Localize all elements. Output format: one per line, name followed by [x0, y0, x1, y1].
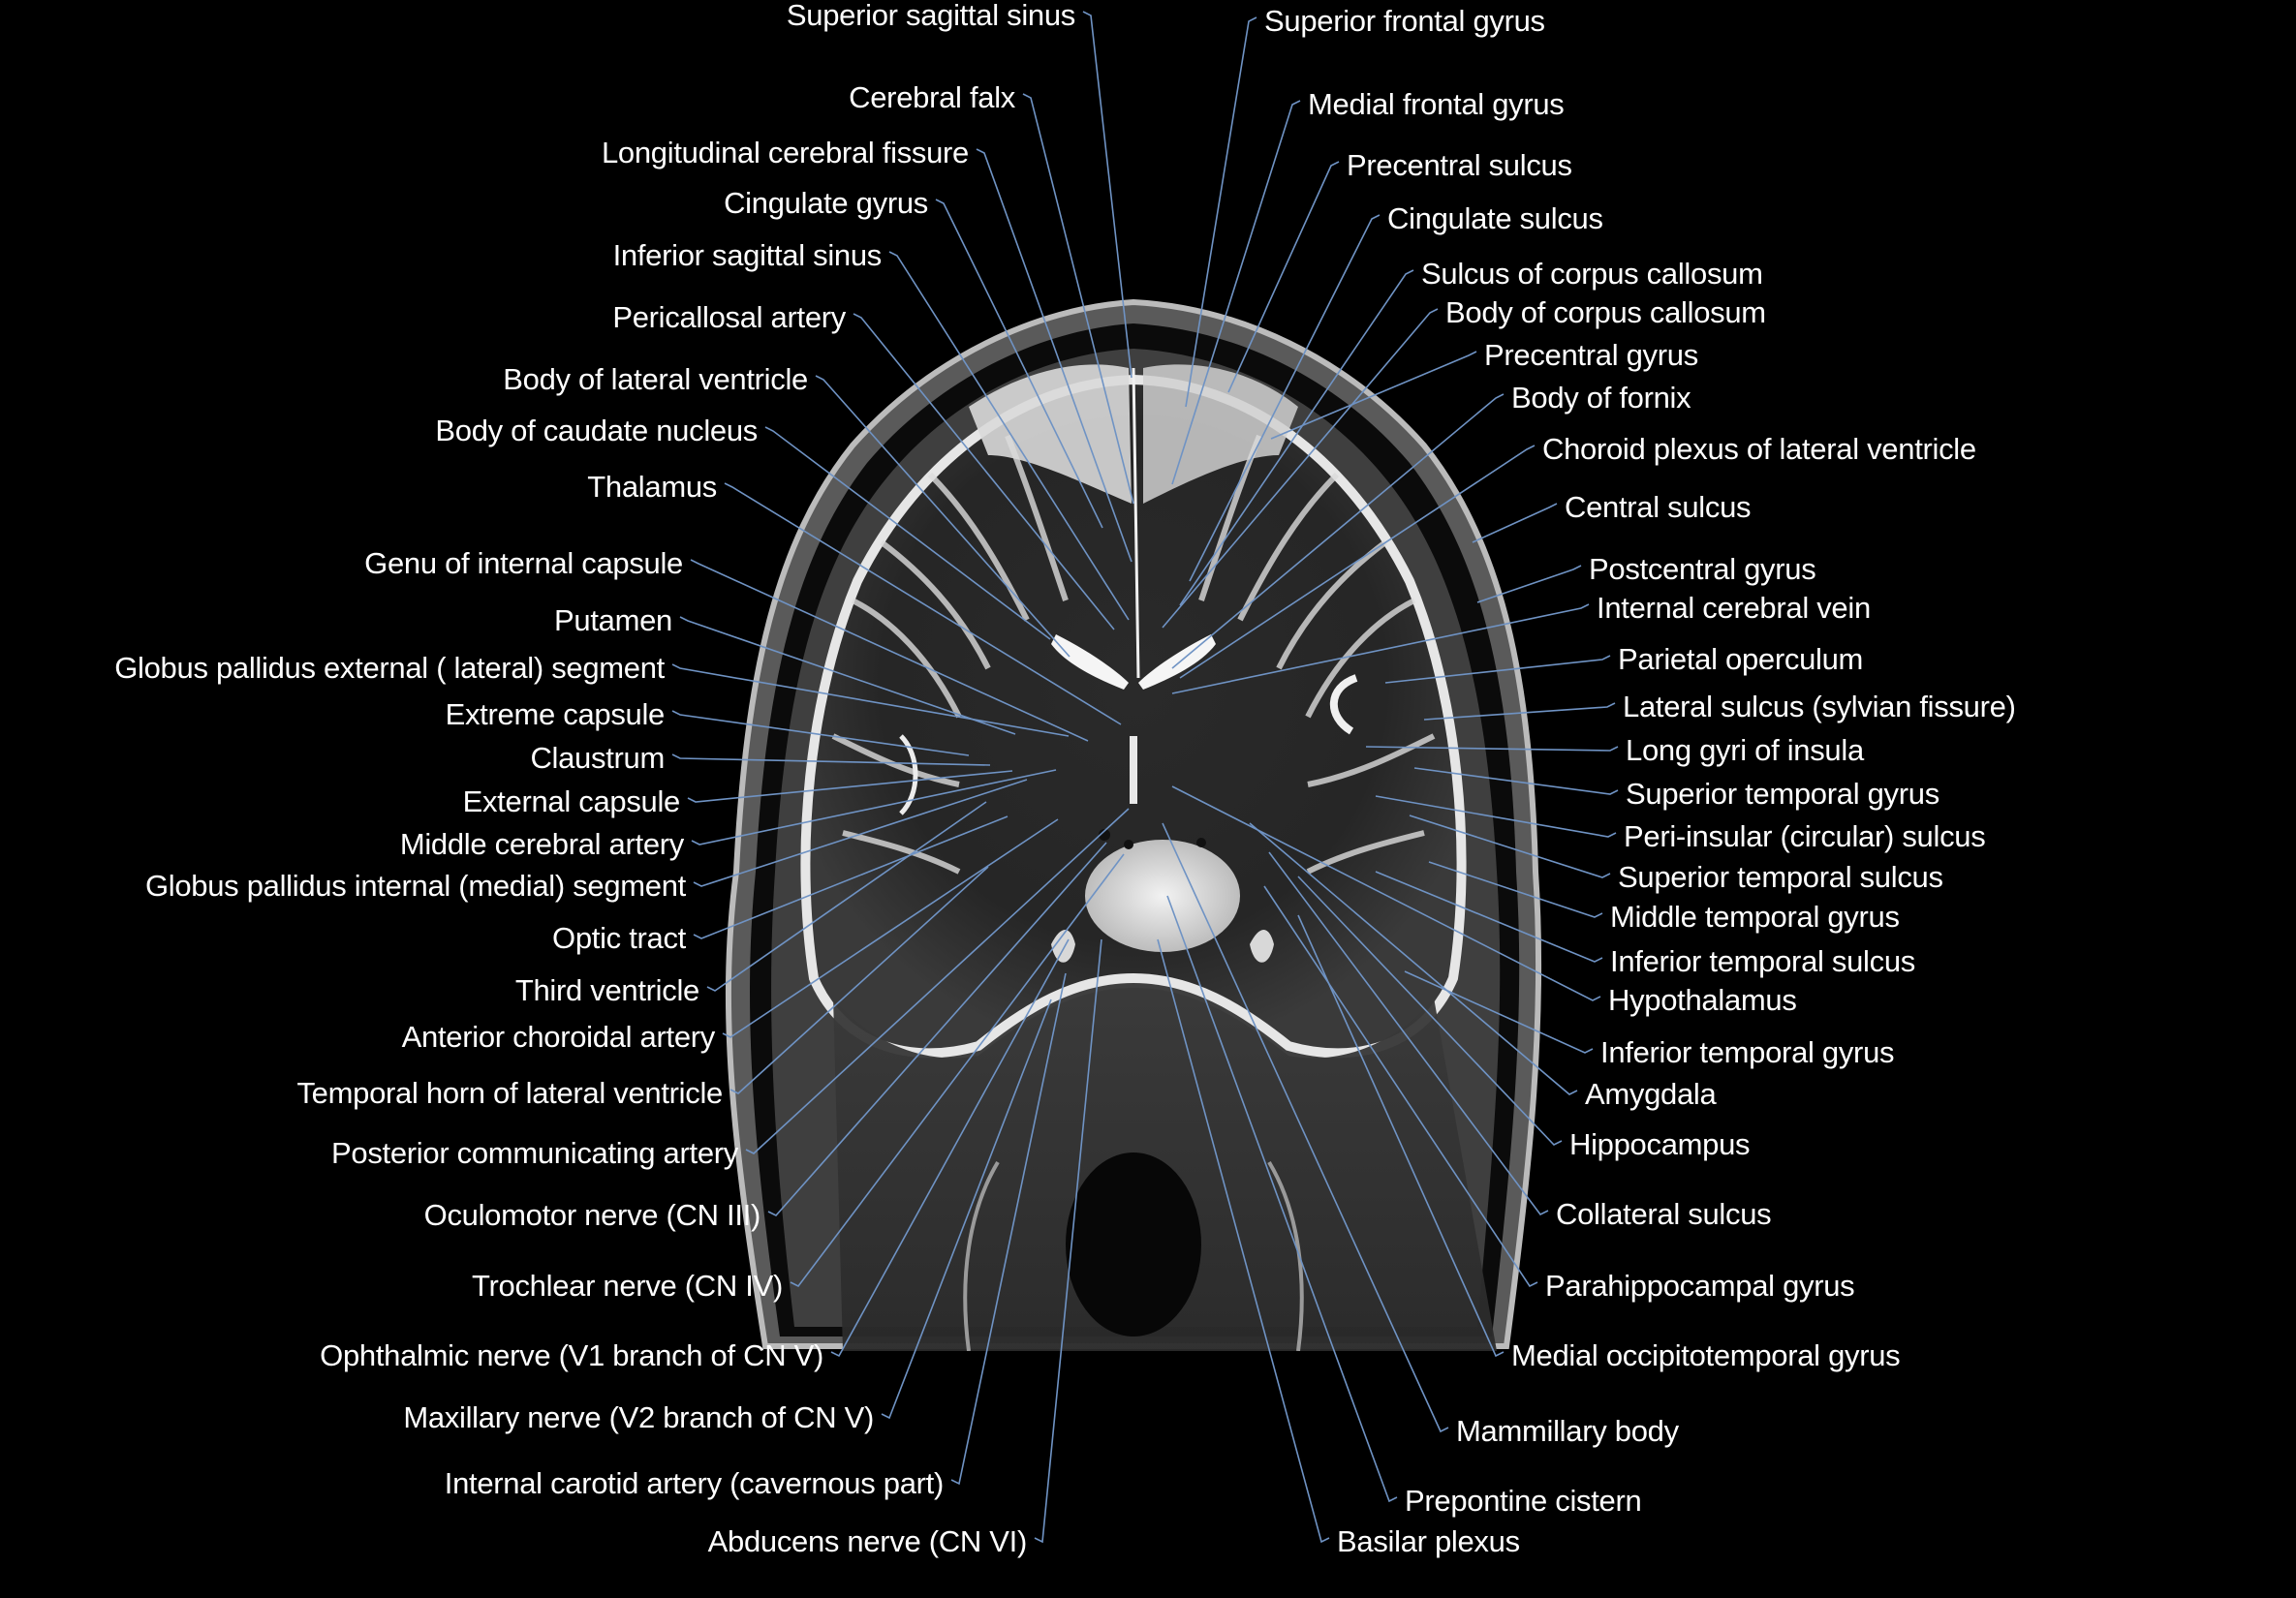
label-parietal-operculum: Parietal operculum	[1618, 642, 1864, 676]
label-superior-sagittal-sinus: Superior sagittal sinus	[786, 0, 1075, 32]
label-inferior-sagittal-sinus: Inferior sagittal sinus	[612, 238, 883, 272]
label-optic-tract: Optic tract	[552, 921, 686, 955]
label-superior-temporal-gyrus: Superior temporal gyrus	[1626, 777, 1939, 811]
label-anterior-choroidal-artery: Anterior choroidal artery	[401, 1020, 716, 1054]
label-globus-pallidus-external-lateral-segment: Globus pallidus external ( lateral) segm…	[114, 651, 665, 685]
label-basilar-plexus: Basilar plexus	[1337, 1524, 1520, 1558]
label-prepontine-cistern: Prepontine cistern	[1405, 1484, 1642, 1518]
label-cingulate-sulcus: Cingulate sulcus	[1387, 201, 1603, 235]
label-precentral-sulcus: Precentral sulcus	[1347, 148, 1572, 182]
label-posterior-communicating-artery: Posterior communicating artery	[331, 1136, 738, 1170]
label-collateral-sulcus: Collateral sulcus	[1556, 1197, 1772, 1231]
label-pericallosal-artery: Pericallosal artery	[612, 300, 846, 334]
label-internal-cerebral-vein: Internal cerebral vein	[1597, 591, 1871, 625]
label-trochlear-nerve-cn-iv: Trochlear nerve (CN IV)	[472, 1269, 783, 1303]
label-superior-temporal-sulcus: Superior temporal sulcus	[1618, 860, 1943, 894]
label-abducens-nerve-cn-vi: Abducens nerve (CN VI)	[707, 1524, 1028, 1558]
label-claustrum: Claustrum	[530, 741, 665, 775]
label-superior-frontal-gyrus: Superior frontal gyrus	[1264, 4, 1545, 38]
label-precentral-gyrus: Precentral gyrus	[1484, 338, 1698, 372]
label-parahippocampal-gyrus: Parahippocampal gyrus	[1545, 1269, 1855, 1303]
label-putamen: Putamen	[554, 603, 672, 637]
label-lateral-sulcus-sylvian-fissure: Lateral sulcus (sylvian fissure)	[1623, 690, 2016, 723]
label-inferior-temporal-gyrus: Inferior temporal gyrus	[1600, 1035, 1895, 1069]
label-cerebral-falx: Cerebral falx	[849, 80, 1015, 114]
label-cingulate-gyrus: Cingulate gyrus	[724, 186, 928, 220]
label-body-of-fornix: Body of fornix	[1511, 381, 1691, 415]
label-middle-temporal-gyrus: Middle temporal gyrus	[1610, 900, 1900, 934]
label-maxillary-nerve-v2-branch-of-cn-v: Maxillary nerve (V2 branch of CN V)	[403, 1400, 874, 1434]
label-longitudinal-cerebral-fissure: Longitudinal cerebral fissure	[601, 136, 969, 169]
label-hypothalamus: Hypothalamus	[1608, 983, 1797, 1017]
label-body-of-caudate-nucleus: Body of caudate nucleus	[435, 414, 758, 447]
label-postcentral-gyrus: Postcentral gyrus	[1589, 552, 1816, 586]
label-internal-carotid-artery-cavernous-part: Internal carotid artery (cavernous part)	[444, 1466, 945, 1500]
label-amygdala: Amygdala	[1585, 1077, 1717, 1111]
label-genu-of-internal-capsule: Genu of internal capsule	[364, 546, 683, 580]
label-body-of-lateral-ventricle: Body of lateral ventricle	[503, 362, 808, 396]
label-body-of-corpus-callosum: Body of corpus callosum	[1445, 295, 1766, 329]
label-middle-cerebral-artery: Middle cerebral artery	[399, 827, 684, 861]
label-long-gyri-of-insula: Long gyri of insula	[1626, 733, 1864, 767]
label-inferior-temporal-sulcus: Inferior temporal sulcus	[1610, 944, 1915, 978]
label-external-capsule: External capsule	[462, 784, 681, 818]
label-peri-insular-circular-sulcus: Peri-insular (circular) sulcus	[1624, 819, 1986, 853]
label-thalamus: Thalamus	[587, 470, 717, 504]
label-ophthalmic-nerve-v1-branch-of-cn-v: Ophthalmic nerve (V1 branch of CN V)	[320, 1338, 823, 1372]
label-extreme-capsule: Extreme capsule	[445, 697, 666, 731]
label-oculomotor-nerve-cn-iii: Oculomotor nerve (CN III)	[423, 1198, 761, 1232]
label-sulcus-of-corpus-callosum: Sulcus of corpus callosum	[1421, 257, 1763, 291]
label-globus-pallidus-internal-medial-segment: Globus pallidus internal (medial) segmen…	[144, 869, 686, 903]
label-mammillary-body: Mammillary body	[1456, 1414, 1679, 1448]
label-choroid-plexus-of-lateral-ventricle: Choroid plexus of lateral ventricle	[1542, 432, 1976, 466]
label-temporal-horn-of-lateral-ventricle: Temporal horn of lateral ventricle	[296, 1076, 723, 1110]
label-medial-occipitotemporal-gyrus: Medial occipitotemporal gyrus	[1511, 1338, 1901, 1372]
label-central-sulcus: Central sulcus	[1565, 490, 1752, 524]
label-third-ventricle: Third ventricle	[514, 973, 699, 1007]
label-medial-frontal-gyrus: Medial frontal gyrus	[1308, 87, 1565, 121]
label-hippocampus: Hippocampus	[1569, 1127, 1751, 1161]
